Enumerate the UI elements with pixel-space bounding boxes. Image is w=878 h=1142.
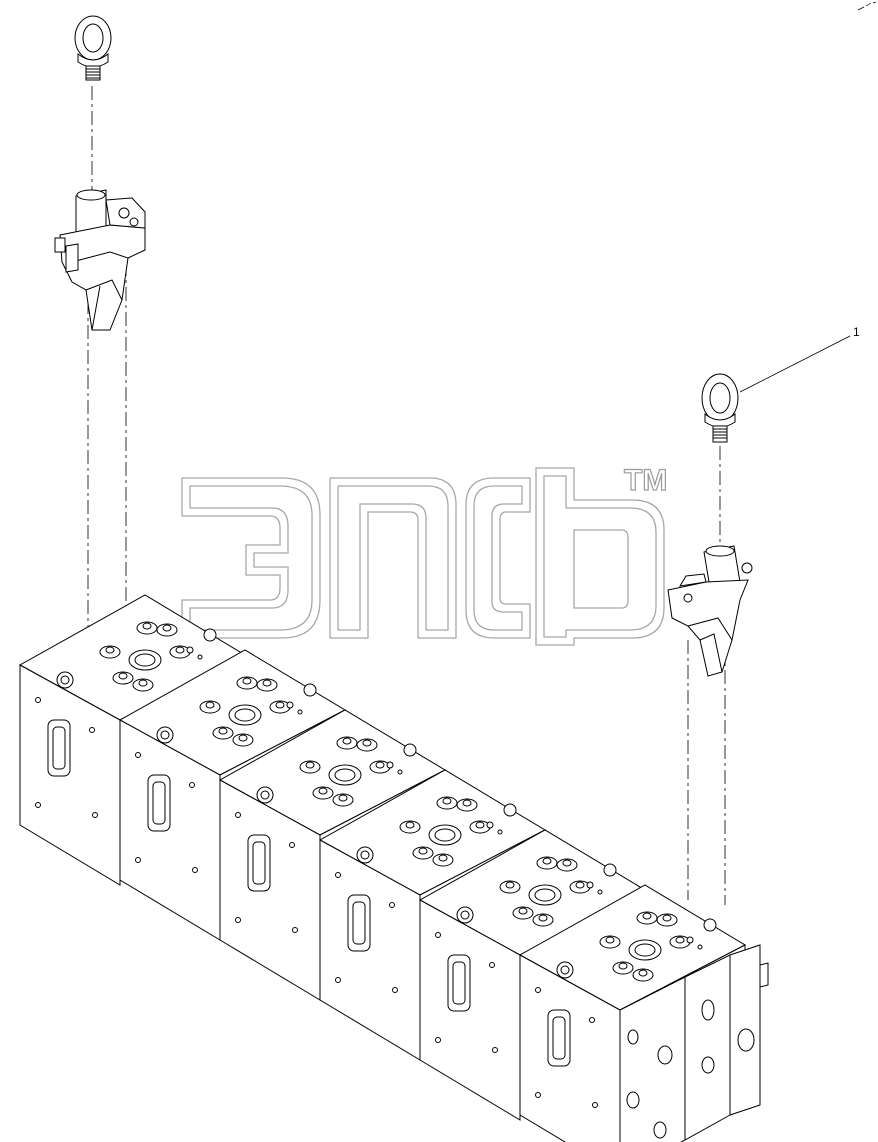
watermark-letter-4 [535,467,665,646]
watermark-trademark: TM [624,464,667,497]
watermark-logo: TM [181,463,668,646]
callout-1: 1 [739,325,860,393]
lifting-eye-bolt-left [74,15,112,81]
watermark-letter-2 [329,477,457,639]
assembly-lines [87,86,726,905]
lifting-bracket-right [667,545,753,677]
lifting-bracket-left [54,189,146,331]
cylinder-head [18,594,247,886]
callout-leader-line [739,335,851,393]
lifting-eye-bolt-right [701,373,739,443]
cylinder-head-row [18,594,769,1142]
cylinder-head-end-face [619,944,769,1142]
watermark-letter-3 [465,477,531,639]
watermark-letter-1 [181,477,321,639]
callout-label: 1 [853,325,860,339]
corner-mark [857,1,877,11]
